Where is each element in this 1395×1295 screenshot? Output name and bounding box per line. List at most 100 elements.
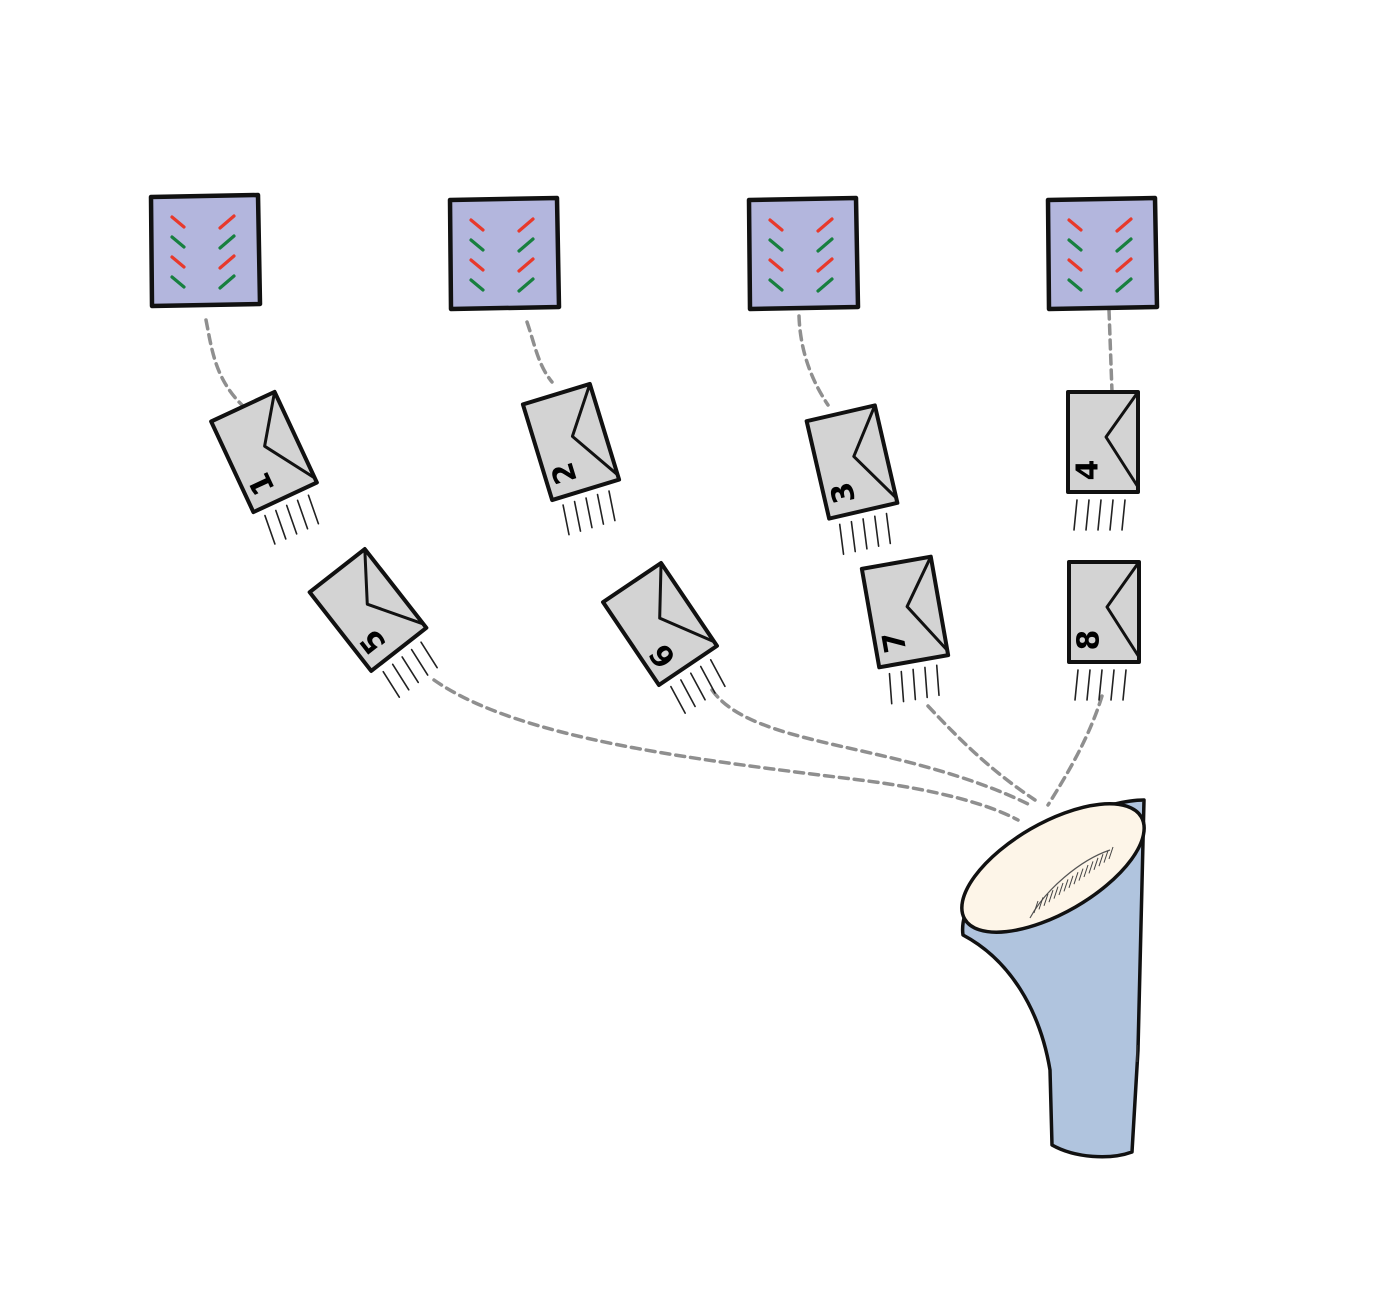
motion-line bbox=[1085, 499, 1090, 531]
server-box bbox=[148, 192, 263, 309]
motion-line bbox=[873, 515, 880, 547]
motion-line bbox=[410, 648, 429, 676]
funnel-hatch-line bbox=[1033, 900, 1039, 914]
status-tick bbox=[218, 274, 236, 290]
motion-line bbox=[275, 509, 287, 540]
status-tick bbox=[768, 258, 784, 272]
funnel-hatch-line bbox=[1073, 872, 1079, 885]
envelope-body bbox=[520, 381, 622, 503]
connector-line-2 bbox=[525, 320, 554, 384]
envelope-number: 8 bbox=[1072, 630, 1107, 651]
status-tick bbox=[218, 254, 236, 270]
funnel-hatch-line bbox=[1083, 864, 1089, 878]
motion-line bbox=[1086, 669, 1091, 701]
motion-line bbox=[670, 685, 686, 714]
connector-line-4 bbox=[1107, 308, 1114, 394]
envelope-icon: 4 bbox=[1066, 390, 1140, 531]
status-tick bbox=[816, 257, 834, 273]
funnel-hatch-line bbox=[1093, 857, 1099, 870]
funnel-hatch-line bbox=[1058, 882, 1064, 896]
status-tick bbox=[469, 258, 485, 272]
funnel-hatch-line bbox=[1038, 897, 1044, 910]
motion-line bbox=[391, 663, 410, 691]
motion-line bbox=[307, 494, 320, 525]
envelope-icon: 8 bbox=[1067, 560, 1141, 701]
server-box bbox=[447, 195, 562, 312]
funnel-hatch-line bbox=[1108, 846, 1114, 860]
status-tick bbox=[816, 237, 834, 253]
server-icon bbox=[1045, 195, 1160, 312]
connector-line-6 bbox=[710, 688, 1032, 807]
status-tick bbox=[517, 217, 535, 233]
status-tick bbox=[768, 238, 784, 252]
status-tick bbox=[768, 218, 784, 232]
status-tick bbox=[218, 234, 236, 250]
envelope-icon: 2 bbox=[520, 381, 622, 536]
motion-line bbox=[935, 664, 940, 697]
status-tick bbox=[768, 278, 784, 292]
motion-line bbox=[1098, 669, 1103, 701]
status-tick bbox=[469, 218, 485, 232]
connector-line-1 bbox=[204, 318, 247, 410]
status-tick bbox=[1115, 257, 1133, 273]
motion-line bbox=[1110, 669, 1115, 701]
envelope-flap bbox=[1104, 391, 1140, 488]
motion-line bbox=[709, 658, 726, 688]
connector-line-7 bbox=[926, 704, 1037, 802]
envelope-icon: 3 bbox=[804, 403, 900, 556]
funnel-hatch-line bbox=[1088, 861, 1094, 874]
connector-line-8 bbox=[1046, 694, 1104, 807]
motion-line bbox=[596, 493, 605, 525]
status-tick bbox=[1115, 277, 1133, 293]
envelope-body bbox=[859, 554, 951, 670]
envelope-icon: 5 bbox=[307, 547, 438, 698]
envelope-flap bbox=[1105, 561, 1141, 658]
status-tick bbox=[1067, 238, 1083, 252]
status-tick bbox=[1067, 258, 1083, 272]
envelope-flap bbox=[852, 404, 898, 500]
motion-line bbox=[382, 670, 401, 698]
envelope-icon: 1 bbox=[209, 389, 320, 545]
envelope-icon: 7 bbox=[859, 554, 951, 705]
motion-line bbox=[885, 512, 892, 545]
motion-line bbox=[924, 666, 928, 699]
envelope-body bbox=[209, 389, 319, 515]
motion-line bbox=[608, 490, 616, 522]
funnel-rim bbox=[960, 802, 1146, 934]
motion-line bbox=[401, 656, 420, 684]
motion-line bbox=[850, 520, 857, 553]
server-box bbox=[746, 195, 861, 312]
connector-line-3 bbox=[797, 314, 830, 407]
envelope-icon: 6 bbox=[601, 560, 726, 714]
status-tick bbox=[517, 257, 535, 273]
funnel-hatch-line bbox=[1053, 886, 1059, 899]
funnel-hatch-line bbox=[1103, 850, 1109, 863]
status-tick bbox=[517, 277, 535, 293]
status-tick bbox=[170, 275, 186, 289]
envelope-body bbox=[804, 403, 900, 521]
dashed-connectors bbox=[204, 308, 1114, 822]
status-tick bbox=[170, 255, 186, 269]
motion-line bbox=[1074, 669, 1079, 701]
status-tick bbox=[816, 217, 834, 233]
motion-line bbox=[562, 504, 570, 536]
motion-line bbox=[838, 523, 845, 556]
status-tick bbox=[469, 238, 485, 252]
envelope-number: 4 bbox=[1071, 460, 1106, 481]
motion-line bbox=[285, 504, 298, 535]
motion-line bbox=[912, 668, 917, 701]
funnel-hatch-line bbox=[1043, 893, 1049, 906]
motion-line bbox=[1121, 499, 1126, 531]
status-tick bbox=[1067, 278, 1083, 292]
status-tick bbox=[1115, 217, 1133, 233]
envelope-body bbox=[601, 560, 719, 688]
server-icon bbox=[746, 195, 861, 312]
funnel-hatch-line bbox=[1078, 868, 1084, 881]
motion-line bbox=[1122, 669, 1127, 701]
motion-line bbox=[1109, 499, 1114, 531]
motion-line bbox=[573, 500, 582, 532]
server-icon bbox=[447, 195, 562, 312]
server-box bbox=[1045, 195, 1160, 312]
